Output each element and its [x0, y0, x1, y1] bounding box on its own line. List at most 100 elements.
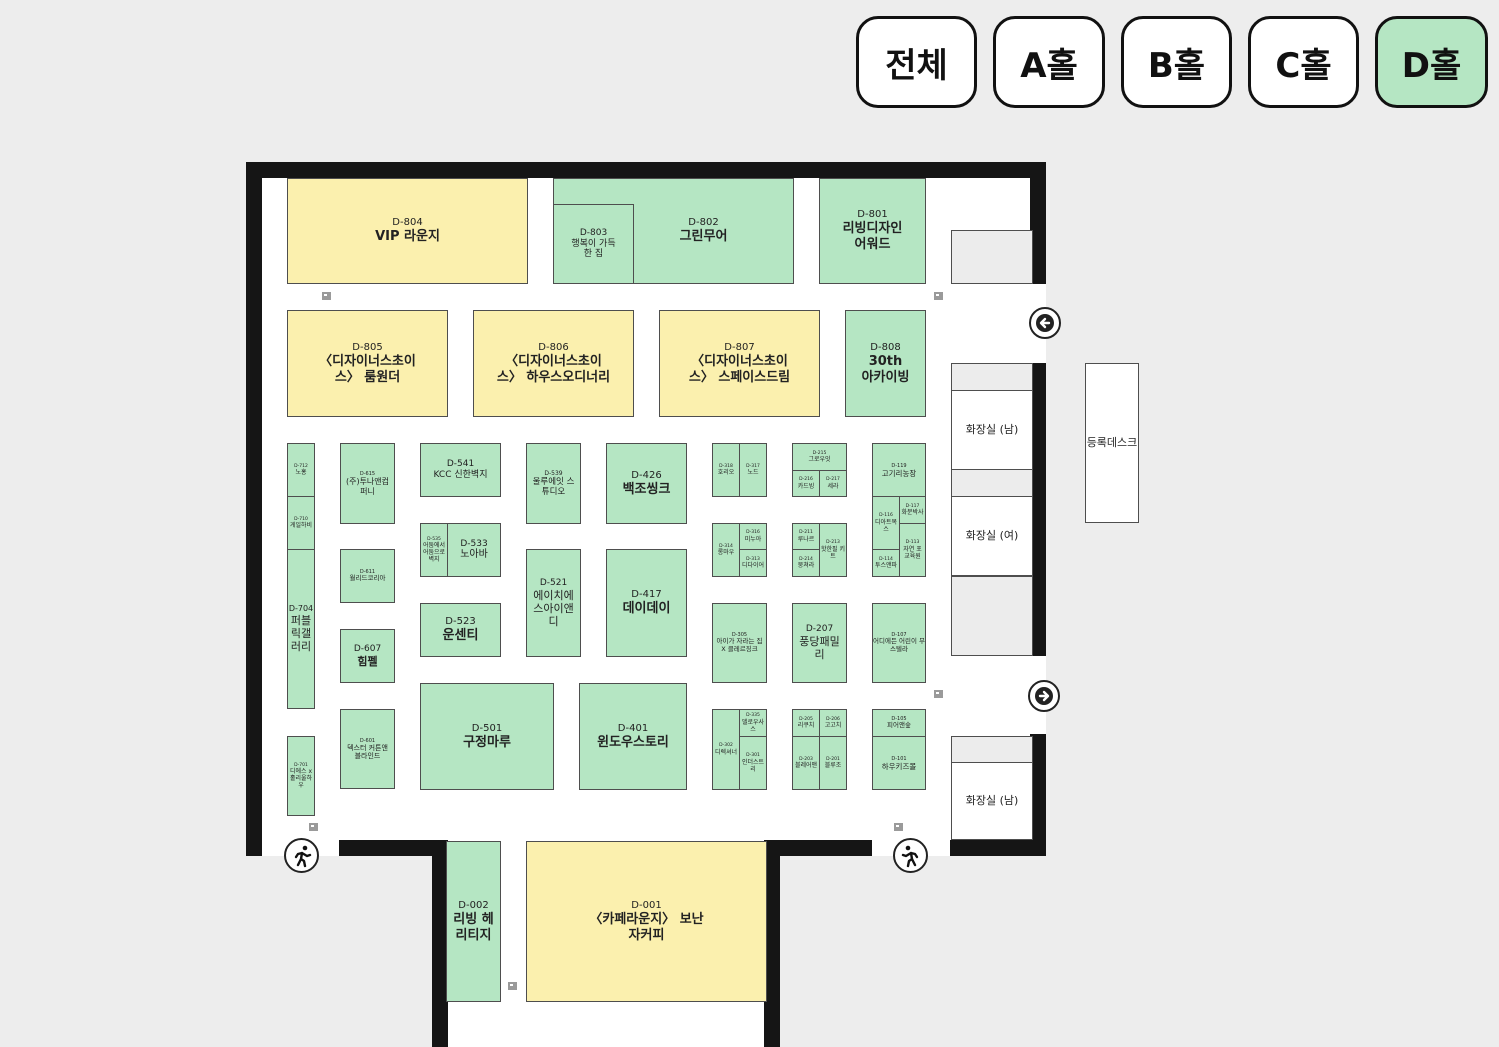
booth-d001[interactable]: D-001 〈카페라운지〉 보난자커피 — [526, 841, 767, 1002]
booth-d533[interactable]: D-533 노아바 — [447, 523, 501, 577]
booth-d119[interactable]: D-119 고기리농장 — [872, 443, 926, 497]
booth-d801[interactable]: D-801 리빙디자인 어워드 — [819, 178, 926, 284]
booth-d535[interactable]: D-535 어둠에서 어둠으로 벽지 — [420, 523, 448, 577]
tab-hall-a[interactable]: A홀 — [993, 16, 1105, 108]
booth-d541[interactable]: D-541 KCC 신한벽지 — [420, 443, 501, 497]
booth-d607[interactable]: D-607 힘펠 — [340, 629, 395, 683]
booth-code: D-217 — [826, 477, 840, 483]
booth-d305[interactable]: D-305 아이가 자라는 집 X 클레르징크 — [712, 603, 767, 683]
booth-d803[interactable]: D-803 행복이 가득한 집 — [553, 204, 634, 284]
booth-d101[interactable]: D-101 하우키즈몰 — [872, 736, 926, 790]
qr-icon — [934, 292, 943, 300]
booth-code: D-305 — [731, 632, 748, 639]
booth-name: 힘펠 — [357, 654, 378, 668]
booth-name: 리쿠치 — [797, 722, 815, 730]
booth-code: D-313 — [746, 556, 760, 562]
booth-name: 카드빙 — [797, 482, 815, 490]
booth-name: 그로우잇 — [808, 456, 831, 464]
tab-all[interactable]: 전체 — [856, 16, 977, 108]
restroom-men-2[interactable]: 화장실 (남) — [951, 762, 1033, 840]
booth-d215[interactable]: D-215 그로우잇 — [792, 443, 847, 471]
booth-d808[interactable]: D-808 30th 아카이빙 — [845, 310, 926, 417]
booth-d710[interactable]: D-710 게일하비 — [287, 496, 315, 550]
booth-d107[interactable]: D-107 어디에든 어린이 무스텔라 — [872, 603, 926, 683]
booth-d116[interactable]: D-116 디아트목스 — [872, 496, 900, 550]
booth-code: D-704 — [288, 604, 314, 614]
booth-d205[interactable]: D-205 리쿠치 — [792, 709, 820, 737]
booth-code: D-206 — [826, 716, 840, 722]
booth-name: 데이데이 — [622, 601, 671, 617]
booth-name: 고기리농장 — [881, 468, 917, 478]
booth-name: 운센티 — [442, 628, 479, 644]
booth-d114[interactable]: D-114 투스앤파 — [872, 549, 900, 577]
booth-d401[interactable]: D-401 윈도우스토리 — [579, 683, 687, 790]
booth-d501[interactable]: D-501 구정마루 — [420, 683, 554, 790]
booth-d002[interactable]: D-002 리빙 헤리티지 — [446, 841, 501, 1002]
booth-d521[interactable]: D-521 에이치에스아이앤디 — [526, 549, 581, 657]
booth-d615[interactable]: D-615 (주)투나앤컴퍼니 — [340, 443, 395, 524]
tab-hall-c[interactable]: C홀 — [1248, 16, 1359, 108]
booth-name: 노아바 — [460, 549, 488, 561]
booth-d335[interactable]: D-335 델로우사스 — [739, 709, 767, 737]
booth-d807[interactable]: D-807 〈디자이너스초이스〉 스페이스드림 — [659, 310, 820, 417]
booth-name: 행복이 가득한 집 — [571, 238, 616, 260]
booth-d113[interactable]: D-113 자연 포 교육원 — [899, 523, 926, 577]
restroom-men-1[interactable]: 화장실 (남) — [951, 390, 1033, 470]
booth-d317[interactable]: D-317 노드 — [739, 443, 767, 497]
booth-code: D-213 — [826, 540, 840, 546]
booth-d316[interactable]: D-316 미누아 — [739, 523, 767, 550]
restroom-label: 화장실 (남) — [965, 794, 1019, 808]
restroom-women[interactable]: 화장실 (여) — [951, 496, 1033, 576]
booth-d426[interactable]: D-426 백조씽크 — [606, 443, 687, 524]
booth-d302[interactable]: D-302 디렉셔너 — [712, 709, 740, 790]
booth-d804[interactable]: D-804 VIP 라운지 — [287, 178, 528, 284]
booth-d211[interactable]: D-211 루나르 — [792, 523, 820, 550]
arrow-left-icon — [1029, 307, 1061, 339]
booth-d704[interactable]: D-704 퍼블릭갤러리 — [287, 549, 315, 709]
booth-name: 디아트목스 — [874, 518, 898, 533]
booth-code: D-216 — [799, 477, 813, 483]
booth-code: D-601 — [359, 737, 376, 744]
booth-d601[interactable]: D-601 덱스터 커튼앤 블라인드 — [340, 709, 395, 789]
booth-d206[interactable]: D-206 고고치 — [819, 709, 847, 737]
booth-d216[interactable]: D-216 카드빙 — [792, 470, 820, 497]
booth-d712[interactable]: D-712 노홍 — [287, 443, 315, 497]
booth-d213[interactable]: D-213 핫한필 키트 — [819, 523, 847, 577]
tab-hall-b[interactable]: B홀 — [1121, 16, 1232, 108]
booth-d523[interactable]: D-523 운센티 — [420, 603, 501, 657]
booth-d805[interactable]: D-805 〈디자이너스초이스〉 룸원더 — [287, 310, 448, 417]
booth-code: D-806 — [538, 341, 569, 353]
booth-name: 〈디자이너스초이스〉 룸원더 — [319, 353, 416, 385]
booth-name: 피어앤숲 — [887, 721, 911, 730]
booth-code: D-335 — [746, 713, 760, 719]
booth-d806[interactable]: D-806 〈디자이너스초이스〉 하우스오디너리 — [473, 310, 634, 417]
booth-name: 리빙디자인 어워드 — [842, 221, 903, 252]
booth-code: D-533 — [460, 538, 488, 549]
booth-name: 덱스터 커튼앤 블라인드 — [347, 743, 388, 760]
booth-name: 인더스트리 — [741, 758, 765, 773]
booth-d313[interactable]: D-313 디다이어 — [739, 549, 767, 577]
booth-code: D-401 — [617, 722, 649, 734]
booth-code: D-201 — [826, 756, 840, 762]
booth-d117[interactable]: D-117 화분박사 — [899, 496, 926, 524]
registration-desk[interactable]: 등록데스크 — [1085, 363, 1139, 523]
booth-d417[interactable]: D-417 데이데이 — [606, 549, 687, 657]
booth-d318[interactable]: D-318 호리오 — [712, 443, 740, 497]
booth-d301[interactable]: D-301 인더스트리 — [739, 736, 767, 790]
booth-d105[interactable]: D-105 피어앤숲 — [872, 709, 926, 737]
booth-d203[interactable]: D-203 블레어맨 — [792, 736, 820, 790]
booth-d701[interactable]: D-701 디에스 x 홀리울하우 — [287, 736, 315, 816]
tab-hall-d[interactable]: D홀 — [1375, 16, 1488, 108]
booth-name: 투스앤파 — [874, 562, 898, 570]
booth-d214[interactable]: D-214 뭉쳐라 — [792, 549, 820, 577]
booth-name: 미누아 — [744, 535, 762, 543]
booth-d314[interactable]: D-314 롱마우 — [712, 523, 740, 577]
booth-d217[interactable]: D-217 세라 — [819, 470, 847, 497]
booth-d207[interactable]: D-207 풍당패밀리 — [792, 603, 847, 683]
booth-d611[interactable]: D-611 월리드코리아 — [340, 549, 395, 603]
booth-name: 노홍 — [295, 469, 307, 477]
booth-code: D-116 — [879, 513, 893, 519]
booth-d201[interactable]: D-201 블루조 — [819, 736, 847, 790]
booth-name: 디렉셔너 — [714, 748, 738, 756]
booth-d539[interactable]: D-539 울루에잇 스튜디오 — [526, 443, 581, 524]
